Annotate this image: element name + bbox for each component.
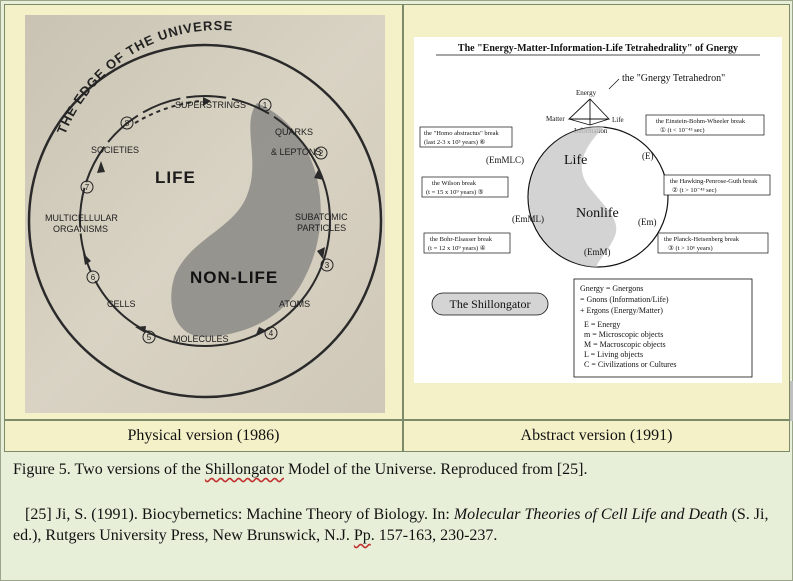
legend-line: E = Energy <box>584 320 620 329</box>
matter-label: Matter <box>546 115 565 123</box>
particles-label: PARTICLES <box>297 223 346 233</box>
quarks-label: QUARKS <box>275 127 313 137</box>
be-break-time: (t = 12 x 10⁹ years) ④ <box>428 244 486 252</box>
legend-box <box>573 278 753 378</box>
step-number: 1 <box>263 101 268 110</box>
legend-line: m = Microscopic objects <box>584 330 663 339</box>
step-number: 2 <box>319 149 324 158</box>
legend-line: L = Living objects <box>584 350 643 359</box>
legend-line: = Gnons (Information/Life) <box>580 295 669 304</box>
step-number: 8 <box>125 119 130 128</box>
atoms-label: ATOMS <box>279 299 310 309</box>
hpg-break-time: ② (t > 10⁻⁴³ sec) <box>672 186 717 194</box>
dashed-arc <box>134 100 201 124</box>
scrollbar-edge <box>790 381 793 421</box>
homo-break-time: (last 2-3 x 10³ years) ⑥ <box>424 138 486 146</box>
physical-caption: Physical version (1986) <box>127 427 280 444</box>
legend-line: C = Civilizations or Cultures <box>584 360 677 369</box>
ph-break-title: the Planck-Heisenberg break <box>664 236 740 243</box>
label-EmMLC: (EmMLC) <box>486 155 524 165</box>
arrow-icon <box>83 253 91 265</box>
physical-version-panel: THE EDGE OF THE UNIVERSE SUPERSTRINGS QU… <box>4 4 403 420</box>
ref-pp: Pp <box>353 527 371 544</box>
nonlife-region-label: Nonlife <box>576 206 619 221</box>
nonlife-label: NON-LIFE <box>190 268 278 287</box>
homo-break-title: the "Homo abstractus" break <box>424 130 500 137</box>
wilson-break-time: (t = 15 x 10⁹ years) ⑤ <box>426 188 484 196</box>
abstract-caption: Abstract version (1991) <box>520 427 673 444</box>
ebw-break-title: the Einstein-Bohm-Wheeler break <box>656 118 746 125</box>
label-EmM: (EmM) <box>584 247 611 257</box>
life-shaded-region <box>529 126 617 268</box>
cells-label: CELLS <box>107 299 136 309</box>
legend-line: Gnergy = Gnergons <box>580 284 643 293</box>
arrow-icon <box>255 327 265 337</box>
ebw-break-time: ① (t < 10⁻⁴³ sec) <box>660 126 705 134</box>
societies-label: SOCIETIES <box>91 145 139 155</box>
abstract-version-diagram: The "Energy-Matter-Information-Life Tetr… <box>414 37 782 383</box>
arrow-icon <box>317 247 325 259</box>
figure-caption-post: Model of the Universe. Reproduced from [… <box>284 461 588 478</box>
arrow-icon <box>97 161 105 173</box>
abstract-title: The "Energy-Matter-Information-Life Tetr… <box>458 43 738 54</box>
ref-part2: (S. Ji, ed.), Rutgers University Press, … <box>13 506 769 544</box>
organisms-label: ORGANISMS <box>53 224 108 234</box>
gnergy-tetrahedron-label: the "Gnergy Tetrahedron" <box>622 73 725 84</box>
ref-book-title: Molecular Theories of Cell Life and Deat… <box>453 506 728 523</box>
step-number: 6 <box>91 273 96 282</box>
physical-version-diagram: THE EDGE OF THE UNIVERSE SUPERSTRINGS QU… <box>25 15 385 413</box>
step-number: 4 <box>269 329 274 338</box>
step-number: 3 <box>325 261 330 270</box>
evolution-cycle <box>79 95 331 347</box>
label-EmML: (EmML) <box>512 214 544 224</box>
label-Em: (Em) <box>638 217 657 227</box>
universe-edge-circle <box>27 43 383 399</box>
step-number: 5 <box>147 333 152 342</box>
ref-part1: [25] Ji, S. (1991). Biocybernetics: Mach… <box>25 506 454 523</box>
shillongator-label: The Shillongator <box>450 297 531 311</box>
ref-part3: . 157-163, 230-237. <box>370 527 498 544</box>
tetrahedron-icon <box>567 98 611 126</box>
ph-break-time: ③ (t > 10⁶ years) <box>668 244 713 252</box>
label-E: (E) <box>642 151 654 161</box>
figure-caption-pre: Figure 5. Two versions of the <box>13 461 205 478</box>
wilson-break-title: the Wilson break <box>432 180 477 187</box>
abstract-caption-cell: Abstract version (1991) <box>403 420 790 452</box>
arrow-icon <box>314 170 324 180</box>
molecules-label: MOLECULES <box>173 334 229 344</box>
superstrings-label: SUPERSTRINGS <box>175 100 246 110</box>
life-label: LIFE <box>155 168 196 187</box>
shillongator-badge <box>431 292 549 316</box>
arrow-icon <box>135 326 146 333</box>
subatomic-label: SUBATOMIC <box>295 212 348 222</box>
physical-caption-cell: Physical version (1986) <box>4 420 403 452</box>
legend-line: + Ergons (Energy/Matter) <box>580 306 663 315</box>
shillongator-word: Shillongator <box>204 461 285 478</box>
be-break-title: the Bohr-Elsasser break <box>430 236 493 243</box>
abstract-version-panel: The "Energy-Matter-Information-Life Tetr… <box>403 4 790 420</box>
step-number: 7 <box>85 183 90 192</box>
life-region-label: Life <box>564 153 587 168</box>
multicellular-label: MULTICELLULAR <box>45 213 118 223</box>
hpg-break-title: the Hawking-Penrose-Guth break <box>670 178 758 185</box>
reference-text: [25] Ji, S. (1991). Biocybernetics: Mach… <box>13 504 783 546</box>
legend-line: M = Macroscopic objects <box>584 340 666 349</box>
nonlife-shaded-region <box>171 103 321 337</box>
leptons-label: & LEPTONS <box>271 147 321 157</box>
energy-label: Energy <box>576 89 597 97</box>
life-small-label: Life <box>612 116 624 124</box>
figure-caption: Figure 5. Two versions of the Shillongat… <box>13 459 783 480</box>
arrow-icon <box>203 97 211 106</box>
